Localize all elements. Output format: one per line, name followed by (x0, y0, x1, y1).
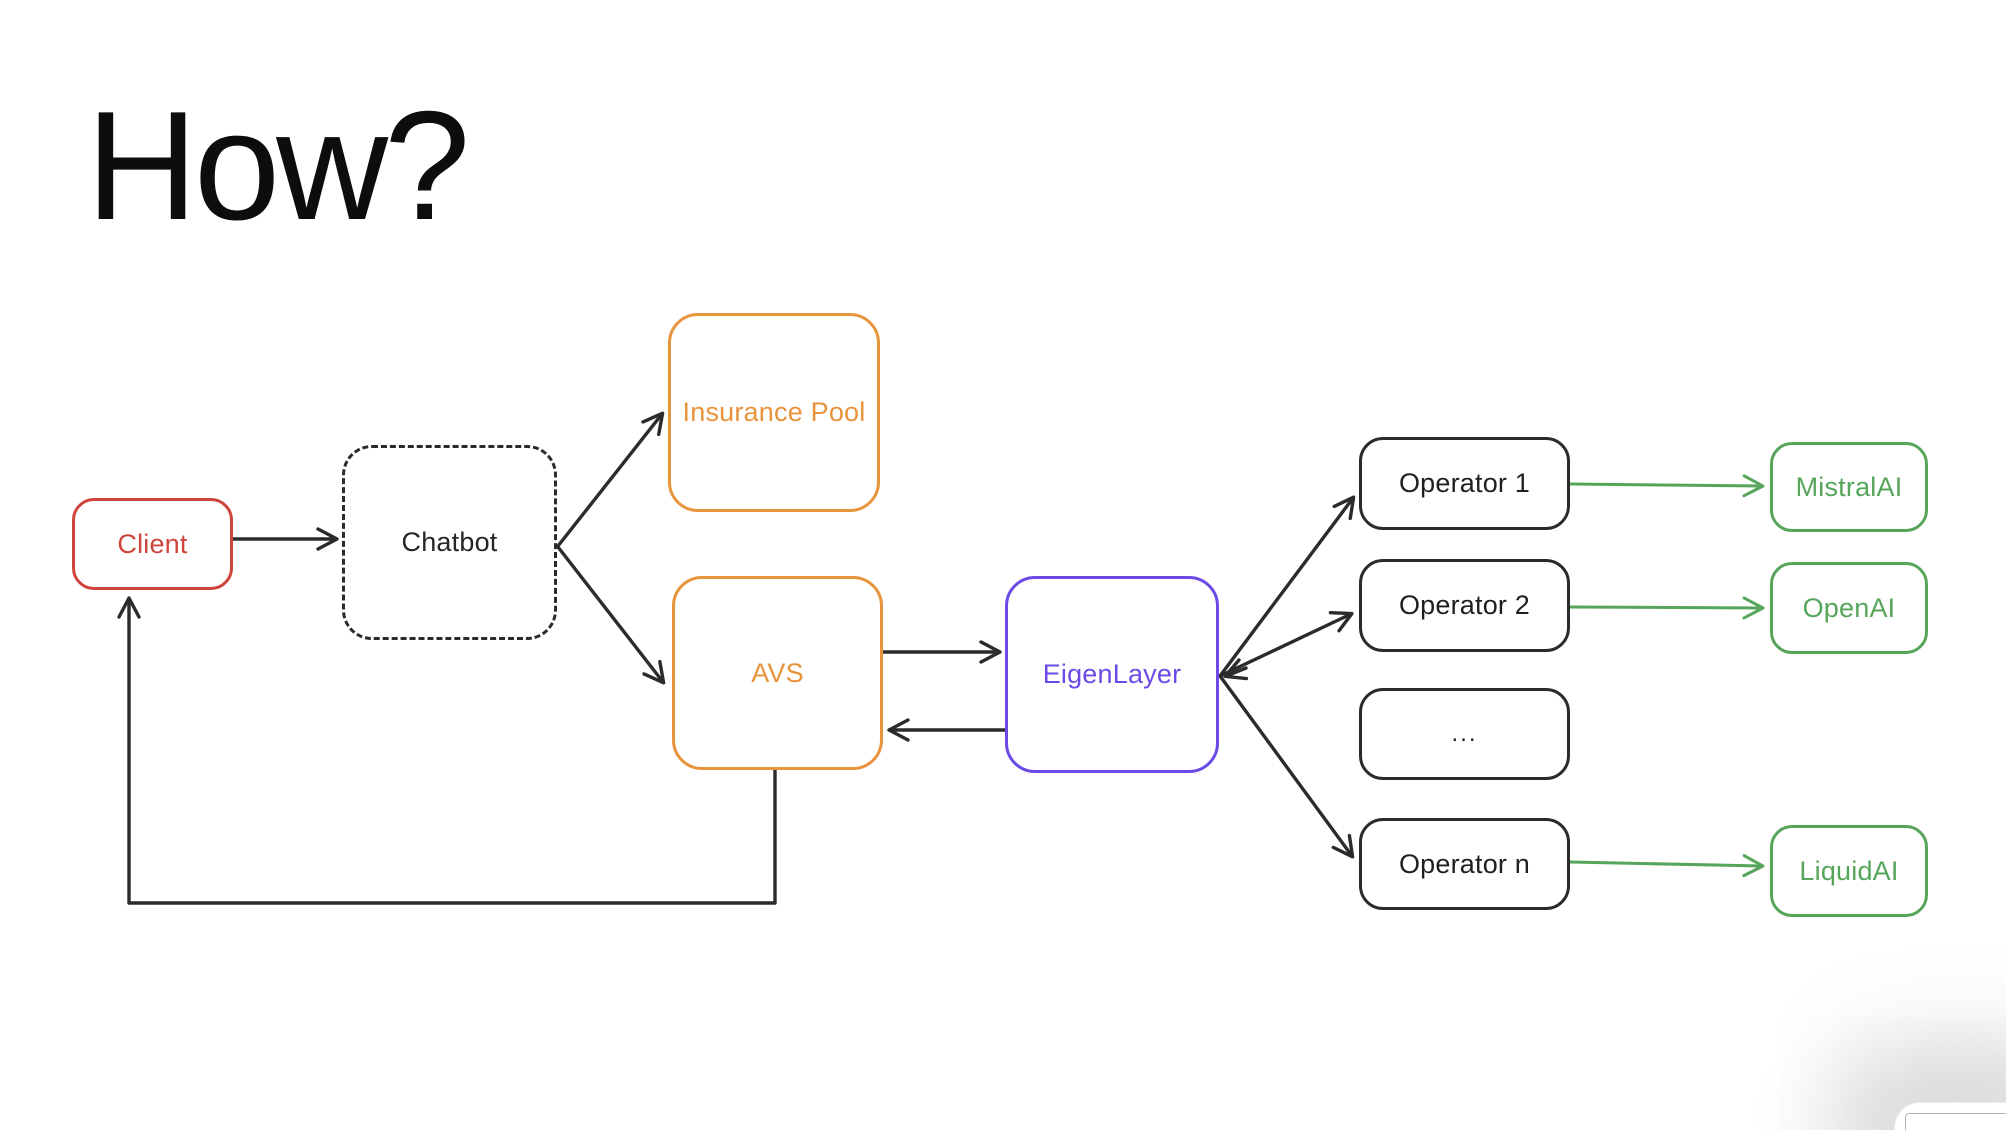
arrow-operator-n-to-liquidai (1568, 854, 1765, 878)
node-eigenlayer: EigenLayer (1005, 576, 1219, 773)
corner-overlay-card (1894, 1102, 2006, 1130)
arrow-chatbot-to-insurance-pool (556, 411, 665, 548)
node-insurance-pool-label: Insurance Pool (682, 397, 866, 427)
node-operator-2-label: Operator 2 (1398, 590, 1531, 620)
node-chatbot: Chatbot (342, 445, 557, 640)
arrow-eigenlayer-to-operator-2 (1218, 610, 1354, 678)
arrowhead-junction-into-eigenlayer (1223, 658, 1249, 681)
page-title: How? (86, 79, 470, 252)
node-avs-label: AVS (751, 657, 804, 688)
node-liquidai-label: LiquidAI (1799, 855, 1899, 886)
node-openai-label: OpenAI (1802, 592, 1896, 623)
arrow-eigenlayer-to-operator-1 (1218, 495, 1356, 678)
node-mistralai-label: MistralAI (1795, 471, 1903, 502)
arrow-chatbot-to-avs (556, 545, 666, 685)
node-operator-ellipsis: ... (1359, 688, 1570, 780)
arrow-operator-2-to-openai (1568, 596, 1765, 620)
node-openai: OpenAI (1770, 562, 1928, 654)
node-operator-1: Operator 1 (1359, 437, 1570, 530)
corner-overlay-card-inner (1905, 1113, 2006, 1130)
node-operator-n: Operator n (1359, 818, 1570, 910)
node-chatbot-label: Chatbot (401, 527, 498, 557)
node-mistralai: MistralAI (1770, 442, 1928, 532)
node-operator-1-label: Operator 1 (1398, 468, 1531, 498)
node-client-label: Client (117, 528, 188, 559)
node-client: Client (72, 498, 233, 590)
node-operator-2: Operator 2 (1359, 559, 1570, 652)
node-operator-n-label: Operator n (1398, 848, 1531, 879)
node-liquidai: LiquidAI (1770, 825, 1928, 917)
node-avs: AVS (672, 576, 883, 770)
arrow-eigenlayer-to-operator-n (1218, 674, 1355, 859)
node-eigenlayer-label: EigenLayer (1042, 659, 1182, 689)
node-insurance-pool: Insurance Pool (668, 313, 880, 512)
node-operator-ellipsis-label: ... (1451, 720, 1478, 747)
arrow-operator-1-to-mistralai (1568, 474, 1765, 498)
